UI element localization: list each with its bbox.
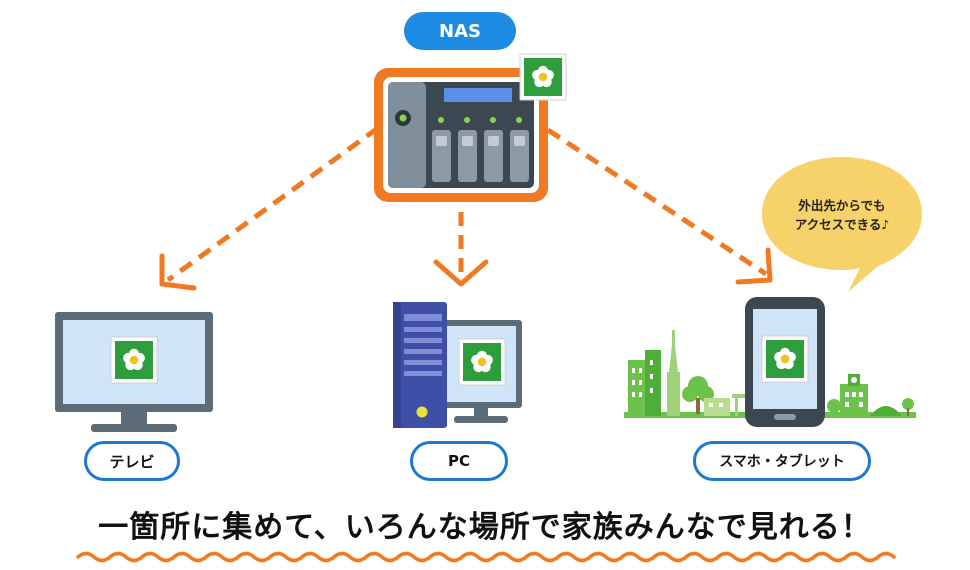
nas-device-icon bbox=[374, 68, 548, 202]
smartphone-icon bbox=[745, 297, 825, 427]
phone-label: スマホ・タブレット bbox=[693, 441, 871, 481]
nas-flower-photo-icon bbox=[520, 54, 566, 100]
nas-label: NAS bbox=[404, 12, 516, 50]
headline-wavy-underline bbox=[76, 551, 896, 563]
arrow-to-pc bbox=[433, 212, 489, 287]
phone-flower-photo-icon bbox=[762, 336, 808, 382]
pc-label: PC bbox=[410, 441, 508, 481]
pc-flower-photo-icon bbox=[459, 339, 505, 385]
speech-bubble-text: 外出先からでも アクセスできる♪ bbox=[772, 188, 912, 242]
headline: 一箇所に集めて、いろんな場所で家族みんなで見れる！ bbox=[98, 510, 872, 545]
arrow-to-tv bbox=[159, 125, 380, 291]
speech-bubble bbox=[762, 157, 922, 292]
city-skyline-icon bbox=[624, 330, 916, 418]
pc-tower-icon bbox=[393, 302, 522, 428]
bubble-line-1: 外出先からでも bbox=[798, 198, 886, 213]
tv-label: テレビ bbox=[84, 441, 180, 481]
bubble-line-2: アクセスできる♪ bbox=[794, 217, 890, 232]
tv-icon bbox=[55, 312, 213, 432]
nas-drive-bays bbox=[432, 117, 529, 182]
arrow-to-phone bbox=[546, 127, 773, 285]
tv-flower-photo-icon bbox=[111, 337, 157, 383]
